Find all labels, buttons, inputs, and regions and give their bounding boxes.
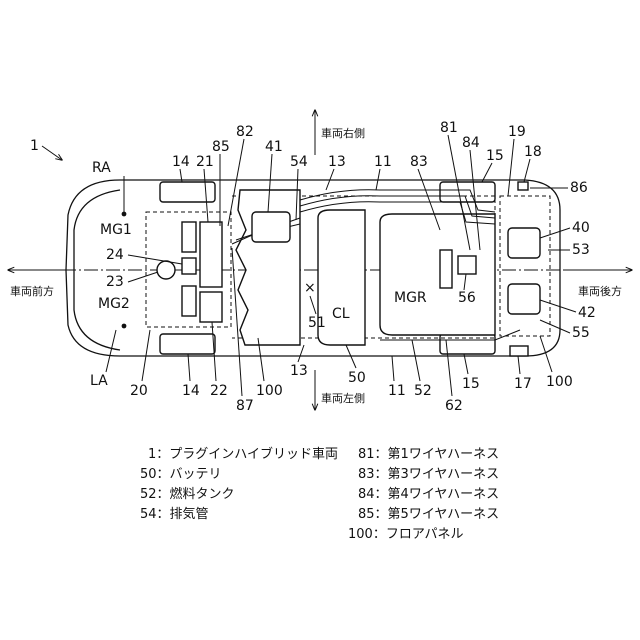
ref-24: 24 <box>106 247 124 263</box>
direction-front-label: 車両前方 <box>10 284 54 298</box>
ref-84: 84 <box>462 135 480 151</box>
ref-100-left: 100 <box>256 383 283 399</box>
ref-85: 85 <box>212 139 230 155</box>
ref-20: 20 <box>130 383 148 399</box>
ref-13-top: 13 <box>328 154 346 170</box>
label-la: LA <box>90 373 108 389</box>
ref-82: 82 <box>236 124 254 140</box>
ref-13-bottom: 13 <box>290 363 308 379</box>
la-point <box>122 324 127 329</box>
component-24 <box>182 258 196 274</box>
legend-item-81: 81：第1ワイヤハーネス <box>358 447 499 462</box>
ref-56: 56 <box>458 290 476 306</box>
ref-18: 18 <box>524 144 542 160</box>
ref-11-top: 11 <box>374 154 392 170</box>
ra-point <box>122 212 127 217</box>
component-17 <box>510 346 528 356</box>
legend-item-83: 83：第3ワイヤハーネス <box>358 467 499 482</box>
ref-22: 22 <box>210 383 228 399</box>
component-41 <box>252 212 290 242</box>
ref-42: 42 <box>578 305 596 321</box>
ref-11-bottom: 11 <box>388 383 406 399</box>
label-ra: RA <box>92 160 111 176</box>
ref-86: 86 <box>570 180 588 196</box>
ref-21: 21 <box>196 154 214 170</box>
direction-left-label: 車両左側 <box>321 391 365 405</box>
label-mgr: MGR <box>394 290 427 306</box>
component-23 <box>157 261 175 279</box>
rear-left-wheel <box>440 334 495 354</box>
ref-15-bottom: 15 <box>462 376 480 392</box>
mg1-unit <box>182 222 196 252</box>
direction-right-label: 車両右側 <box>321 126 365 140</box>
ref-81: 81 <box>440 120 458 136</box>
rear-dashed-region <box>500 196 550 336</box>
rear-unit-40 <box>508 228 540 258</box>
ref-54: 54 <box>290 154 308 170</box>
direction-rear-label: 車両後方 <box>578 284 622 298</box>
ref-14-bottom: 14 <box>182 383 200 399</box>
label-mg2: MG2 <box>98 296 130 312</box>
rear-unit-42 <box>508 284 540 314</box>
ref-87: 87 <box>236 398 254 414</box>
ref-50: 50 <box>348 370 366 386</box>
label-cl: CL <box>332 306 350 322</box>
rear-right-wheel <box>440 182 495 202</box>
label-mg1: MG1 <box>100 222 132 238</box>
legend-item-84: 84：第4ワイヤハーネス <box>358 487 499 502</box>
ref-100-right: 100 <box>546 374 573 390</box>
ref-vehicle-label: 1 <box>30 138 39 154</box>
front-left-wheel <box>160 334 215 354</box>
legend-item-85: 85：第5ワイヤハーネス <box>358 507 499 522</box>
legend-item-50: 50：バッテリ <box>140 467 222 482</box>
ref-40: 40 <box>572 220 590 236</box>
ref-62: 62 <box>445 398 463 414</box>
ref-51: 51 <box>308 315 326 331</box>
legend-item-1: 1：プラグインハイブリッド車両 <box>148 446 338 462</box>
ref-14-top: 14 <box>172 154 190 170</box>
ref-17: 17 <box>514 376 532 392</box>
ref-23: 23 <box>106 274 124 290</box>
component-22 <box>200 292 222 322</box>
ref-41: 41 <box>265 139 283 155</box>
ref-53: 53 <box>572 242 590 258</box>
component-18 <box>518 182 528 190</box>
ref-52: 52 <box>414 383 432 399</box>
battery-centroid-mark: × <box>304 280 316 296</box>
ref-15-top: 15 <box>486 148 504 164</box>
ref-83: 83 <box>410 154 428 170</box>
component-21 <box>200 222 222 287</box>
legend-item-54: 54：排気管 <box>140 506 209 522</box>
legend: 1：プラグインハイブリッド車両 50：バッテリ 52：燃料タンク 54：排気管 … <box>140 446 499 542</box>
mg2-unit <box>182 286 196 316</box>
legend-item-100: 100：フロアパネル <box>348 527 464 542</box>
ref-55: 55 <box>572 325 590 341</box>
ref-19: 19 <box>508 124 526 140</box>
ref-vehicle-arrow <box>42 146 62 160</box>
legend-item-52: 52：燃料タンク <box>140 486 235 502</box>
component-mgr-unit <box>440 250 452 288</box>
component-56 <box>458 256 476 274</box>
